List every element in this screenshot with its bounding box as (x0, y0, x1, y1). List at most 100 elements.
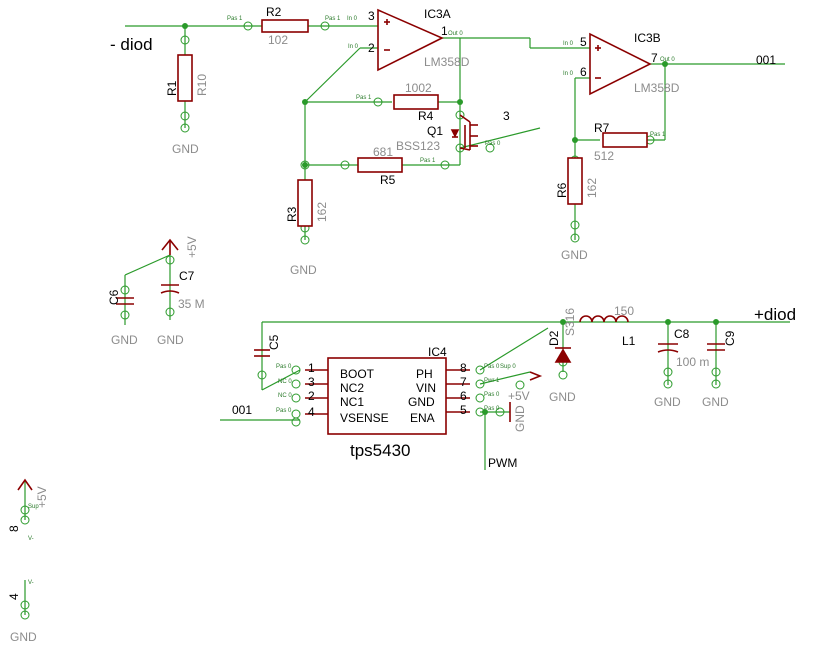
capacitor-c5[interactable] (254, 349, 270, 357)
pin-tag: Out 0 (660, 57, 675, 63)
pin-ring[interactable] (711, 379, 721, 389)
resistor-r5[interactable] (357, 157, 403, 173)
resistor-r7[interactable] (602, 132, 648, 148)
pwr-8: 8 (7, 525, 21, 532)
pin-tag: V- (28, 580, 34, 586)
r3-value: 162 (315, 202, 329, 222)
pin-ring[interactable] (257, 370, 267, 380)
pin-ring[interactable] (475, 379, 485, 389)
wire-inm-node[interactable] (304, 47, 361, 103)
pin-ring[interactable] (320, 21, 330, 31)
pin-ring[interactable] (180, 111, 190, 121)
net-001-out: 001 (756, 53, 776, 67)
pin-ring[interactable] (291, 409, 301, 419)
ic4-pin-num: 3 (308, 375, 315, 389)
ic4-pin-num: 5 (460, 403, 467, 417)
pin-ring[interactable] (300, 235, 310, 245)
pin-ring[interactable] (291, 393, 301, 403)
resistor-r4[interactable] (393, 94, 439, 110)
pin-ring[interactable] (475, 407, 485, 417)
ic3a-pin3: 3 (368, 9, 375, 23)
opamp-ic3b[interactable] (589, 32, 652, 96)
pin-ring[interactable] (495, 407, 505, 417)
opamp-ic3a[interactable] (377, 8, 444, 72)
pin-ring[interactable] (300, 160, 310, 170)
pin-ring[interactable] (570, 233, 580, 243)
pin-ring[interactable] (20, 610, 30, 620)
pin-ring[interactable] (558, 370, 568, 380)
vcc-arrow-icon (529, 371, 543, 381)
wire-ph-d2[interactable] (479, 327, 549, 371)
net-diod-plus: +diod (754, 305, 796, 324)
pin-tag: Pas 0 (485, 141, 501, 147)
resistor-r6[interactable] (567, 157, 583, 205)
ic4-pin-num: 6 (460, 389, 467, 403)
c5-name: C5 (267, 334, 281, 350)
gnd-label: GND (549, 390, 576, 404)
diode-d2[interactable] (554, 347, 572, 363)
pin-ring[interactable] (475, 393, 485, 403)
inductor-l1[interactable] (579, 315, 629, 323)
pin-ring[interactable] (180, 35, 190, 45)
pin-tags: Pas 1 Pas 1 In 0 In 0 Out 0 Pas 1 Pas 1 … (28, 16, 675, 586)
ic4-pin-label: VSENSE (340, 411, 389, 425)
junction (713, 319, 719, 325)
ic4-body[interactable] (327, 357, 447, 435)
pin-tag: In 0 (563, 41, 574, 47)
capacitor-c9[interactable] (707, 343, 725, 351)
pin-tag: Pwr 1 (484, 378, 500, 384)
pin-ring[interactable] (120, 285, 130, 295)
pin-tag: Pas 1 (325, 16, 341, 22)
pin-tag: NC 0 (278, 379, 292, 385)
net-diod-minus: - diod (110, 35, 153, 54)
pin-tag: Sup 0 (500, 364, 516, 370)
pin-tag: Pas 0 (484, 406, 500, 412)
pin-tag: Pas 0 (276, 408, 292, 414)
pin-tag: In 0 (347, 16, 358, 22)
pin-ring[interactable] (711, 367, 721, 377)
pin-ring[interactable] (165, 307, 175, 317)
pin-ring[interactable] (373, 97, 383, 107)
pin-ring[interactable] (180, 123, 190, 133)
pin-ring[interactable] (440, 160, 450, 170)
pin-ring[interactable] (340, 160, 350, 170)
ic3a-pin1: 1 (441, 24, 448, 38)
pin-ring[interactable] (663, 379, 673, 389)
net-pwm: PWM (488, 456, 517, 470)
r3-name: R3 (285, 206, 299, 222)
pin-tag: Pas 0 (484, 364, 500, 370)
wire-vin[interactable] (479, 371, 531, 385)
capacitor-c8[interactable] (657, 343, 679, 353)
q1-leads (459, 114, 471, 151)
c8-name: C8 (674, 327, 690, 341)
l1-name: L1 (622, 334, 636, 348)
pin-ring[interactable] (20, 515, 30, 525)
junction (572, 137, 578, 143)
pin-ring[interactable] (291, 379, 301, 389)
pin-ring[interactable] (455, 110, 465, 120)
pin-ring[interactable] (291, 417, 301, 427)
resistor-r3[interactable] (297, 179, 313, 227)
ic4-name: IC4 (428, 345, 447, 359)
resistor-r1[interactable] (177, 54, 193, 102)
ic4-pin-label: BOOT (340, 367, 375, 381)
resistor-r2[interactable] (261, 19, 309, 33)
pin-ring[interactable] (165, 255, 175, 265)
pwr-vcc: +5V (35, 486, 49, 508)
wire-gate-3[interactable] (459, 127, 541, 149)
pin-ring[interactable] (663, 367, 673, 377)
pin-ring[interactable] (243, 21, 253, 31)
pin-ring[interactable] (20, 600, 30, 610)
pin-ring[interactable] (120, 310, 130, 320)
pin-ring[interactable] (20, 505, 30, 515)
mosfet-q1[interactable] (450, 122, 478, 150)
pin-ring[interactable] (515, 380, 525, 390)
capacitor-c6[interactable] (116, 297, 134, 305)
wire-c6-c7[interactable] (124, 254, 171, 276)
pin-ring[interactable] (475, 365, 485, 375)
pin-ring[interactable] (570, 220, 580, 230)
c7-value: 35 M (178, 297, 205, 311)
pin-ring[interactable] (291, 365, 301, 375)
pin-ring[interactable] (485, 143, 495, 153)
capacitor-c7[interactable] (160, 284, 180, 294)
